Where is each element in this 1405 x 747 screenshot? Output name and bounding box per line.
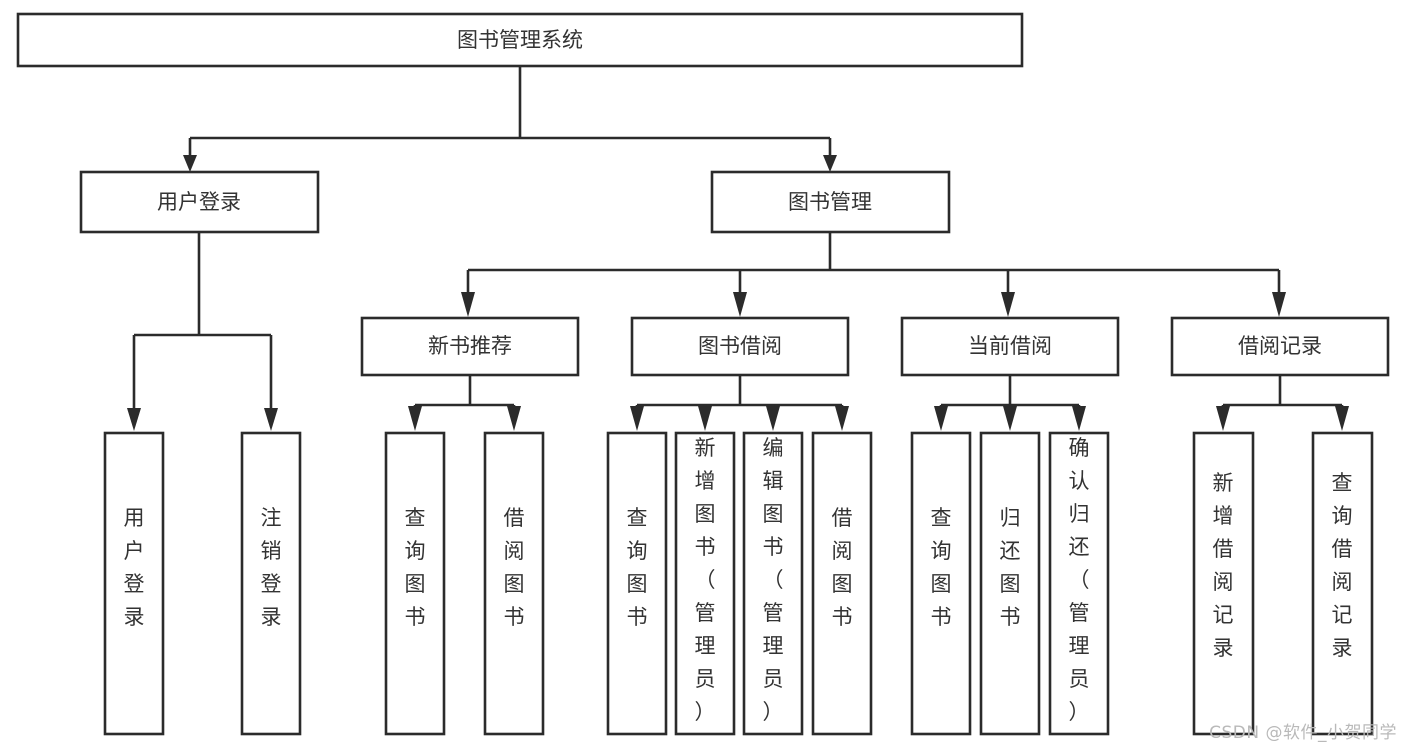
node-leaf-user-login-box[interactable] (103, 431, 165, 736)
node-borrow-record-label: 借阅记录 (1238, 334, 1322, 358)
arrow-to-borrow-record (1272, 292, 1286, 317)
arrow-to-new-book-rec (461, 292, 475, 317)
node-book-borrow-box[interactable] (630, 316, 850, 377)
node-leaf-return-book[interactable]: 归还图书 (979, 431, 1041, 736)
node-book-borrow[interactable]: 图书借阅 (630, 316, 850, 377)
arrow-to-leaf-query-book-1 (408, 406, 422, 431)
node-book-manage-label: 图书管理 (788, 190, 872, 214)
node-root[interactable]: 图书管理系统 (16, 12, 1024, 68)
node-root-box[interactable] (16, 12, 1024, 68)
arrow-to-leaf-query-book-2 (630, 406, 644, 431)
node-leaf-borrow-book-1-label: 借阅图书 (504, 506, 525, 629)
node-current-borrow[interactable]: 当前借阅 (900, 316, 1120, 377)
node-current-borrow-label: 当前借阅 (968, 334, 1052, 358)
node-leaf-confirm-return[interactable]: 确认归还（管理员） (1048, 431, 1110, 736)
arrow-to-leaf-user-login (127, 408, 141, 431)
node-leaf-query-book-3[interactable]: 查询图书 (910, 431, 972, 736)
node-root-label: 图书管理系统 (457, 28, 583, 52)
node-leaf-confirm-return-box[interactable] (1048, 431, 1110, 736)
connector-group-user-login (127, 232, 278, 431)
connector-group-book-borrow (630, 375, 849, 431)
node-leaf-add-record-label: 新增借阅记录 (1213, 471, 1234, 660)
node-leaf-query-record-box[interactable] (1311, 431, 1374, 736)
node-current-borrow-box[interactable] (900, 316, 1120, 377)
node-leaf-borrow-book-2-label: 借阅图书 (832, 506, 853, 629)
node-leaf-add-book-box[interactable] (674, 431, 736, 736)
node-leaf-user-login[interactable]: 用户登录 (103, 431, 165, 736)
node-leaf-query-record[interactable]: 查询借阅记录 (1311, 431, 1374, 736)
node-leaf-user-logout-label: 注销登录 (261, 506, 282, 629)
node-leaf-query-book-1-box[interactable] (384, 431, 446, 736)
node-leaf-query-book-3-box[interactable] (910, 431, 972, 736)
node-new-book-rec-box[interactable] (360, 316, 580, 377)
node-leaf-return-book-label: 归还图书 (1000, 506, 1021, 629)
node-leaf-add-book-label: 新增图书（管理员） (695, 436, 716, 724)
node-leaf-borrow-book-1[interactable]: 借阅图书 (483, 431, 545, 736)
node-leaf-edit-book-box[interactable] (742, 431, 804, 736)
arrow-root-to-user-login (183, 155, 197, 172)
node-leaf-query-book-2-label: 查询图书 (627, 506, 648, 629)
node-new-book-rec-label: 新书推荐 (428, 334, 512, 358)
node-leaf-confirm-return-label: 确认归还（管理员） (1069, 436, 1090, 724)
node-leaf-user-logout[interactable]: 注销登录 (240, 431, 302, 736)
arrow-to-leaf-return-book (1003, 406, 1017, 431)
node-leaf-edit-book-label: 编辑图书（管理员） (763, 436, 784, 724)
node-user-login[interactable]: 用户登录 (79, 170, 320, 234)
node-leaf-query-book-1[interactable]: 查询图书 (384, 431, 446, 736)
node-leaf-user-login-label: 用户登录 (124, 506, 145, 629)
node-book-borrow-label: 图书借阅 (698, 334, 782, 358)
arrow-to-leaf-borrow-book-2 (835, 406, 849, 431)
connector-group-borrow-record (1216, 375, 1349, 431)
node-leaf-add-book[interactable]: 新增图书（管理员） (674, 431, 736, 736)
node-user-login-box[interactable] (79, 170, 320, 234)
node-leaf-query-book-2-box[interactable] (606, 431, 668, 736)
node-leaf-return-book-box[interactable] (979, 431, 1041, 736)
node-leaf-add-record[interactable]: 新增借阅记录 (1192, 431, 1255, 736)
arrow-to-leaf-query-book-3 (934, 406, 948, 431)
node-leaf-add-record-box[interactable] (1192, 431, 1255, 736)
arrow-to-leaf-confirm-return (1072, 406, 1086, 431)
arrow-to-leaf-user-logout (264, 408, 278, 431)
arrow-to-leaf-borrow-book-1 (507, 406, 521, 431)
connector-group-book-manage (461, 232, 1286, 317)
arrow-to-current-borrow (1001, 292, 1015, 317)
node-borrow-record[interactable]: 借阅记录 (1170, 316, 1390, 377)
arrow-to-leaf-add-record (1216, 406, 1230, 431)
node-leaf-borrow-book-2[interactable]: 借阅图书 (811, 431, 873, 736)
connector-group-new-book-rec (408, 375, 521, 431)
node-leaf-borrow-book-1-box[interactable] (483, 431, 545, 736)
node-leaf-query-book-3-label: 查询图书 (931, 506, 952, 629)
node-leaf-borrow-book-2-box[interactable] (811, 431, 873, 736)
node-leaf-user-logout-box[interactable] (240, 431, 302, 736)
node-borrow-record-box[interactable] (1170, 316, 1390, 377)
arrow-to-book-borrow (733, 292, 747, 317)
node-leaf-query-book-2[interactable]: 查询图书 (606, 431, 668, 736)
connector-group-current-borrow (934, 375, 1086, 431)
connector-group-root (183, 66, 837, 172)
node-leaf-query-book-1-label: 查询图书 (405, 506, 426, 629)
node-book-manage[interactable]: 图书管理 (710, 170, 951, 234)
arrow-to-leaf-edit-book (766, 406, 780, 431)
csdn-watermark: CSDN @软件_小贺同学 (1209, 723, 1397, 743)
node-leaf-query-record-label: 查询借阅记录 (1332, 471, 1353, 660)
node-new-book-rec[interactable]: 新书推荐 (360, 316, 580, 377)
node-book-manage-box[interactable] (710, 170, 951, 234)
node-leaf-edit-book[interactable]: 编辑图书（管理员） (742, 431, 804, 736)
node-user-login-label: 用户登录 (157, 190, 241, 214)
arrow-root-to-book-manage (823, 155, 837, 172)
arrow-to-leaf-add-book (698, 406, 712, 431)
arrow-to-leaf-query-record (1335, 406, 1349, 431)
